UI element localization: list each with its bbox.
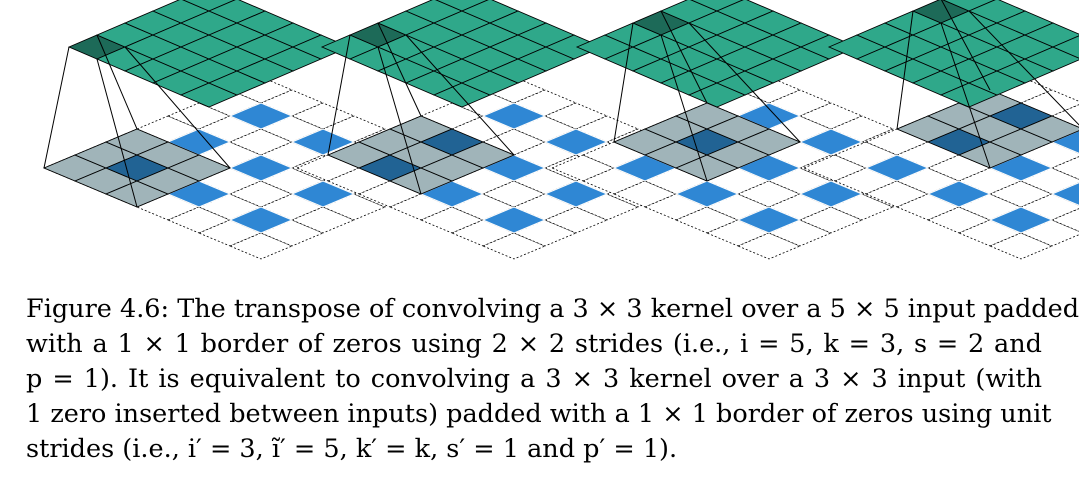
- caption-line-1: Figure 4.6: The transpose of convolving …: [26, 294, 1079, 324]
- projection-line: [613, 22, 634, 143]
- input-cell: [736, 206, 802, 234]
- output-cell: [435, 0, 489, 12]
- panel-4: [802, 0, 1079, 260]
- projection-line: [688, 22, 801, 143]
- projection-line: [896, 10, 914, 130]
- input-cell: [228, 154, 294, 182]
- output-cell: [1023, 22, 1079, 48]
- input-cell: [1050, 182, 1079, 206]
- input-cell: [481, 206, 547, 234]
- output-cell: [690, 0, 744, 12]
- caption-line-3: p = 1). It is equivalent to convolving a…: [26, 364, 1042, 394]
- projection-line: [124, 46, 231, 169]
- projection-line: [327, 34, 351, 156]
- input-cell: [864, 154, 930, 182]
- input-cell: [290, 180, 356, 208]
- figure-caption: Figure 4.6: The transpose of convolving …: [26, 292, 1079, 467]
- projection-line: [660, 34, 708, 182]
- input-cell: [228, 102, 294, 130]
- output-cell: [942, 0, 996, 12]
- input-cell: [988, 206, 1054, 234]
- projection-line: [940, 0, 991, 91]
- input-cell: [543, 128, 609, 156]
- input-cell: [481, 102, 547, 130]
- projection-line: [96, 58, 138, 208]
- input-cell: [543, 180, 609, 208]
- projection-line: [377, 22, 422, 117]
- input-cell: [798, 180, 864, 208]
- output-cell: [1023, 46, 1079, 72]
- caption-line-4: 1 zero inserted between inputs) padded w…: [26, 399, 1052, 429]
- projection-line: [96, 34, 138, 130]
- projection-line: [43, 46, 70, 169]
- input-cell: [926, 180, 992, 208]
- projection-line: [660, 10, 708, 104]
- caption-line-5: strides (i.e., i′ = 3, ĩ′ = 5, k′ = k, s…: [26, 434, 678, 464]
- kernel-cell: [1019, 115, 1079, 143]
- figure-illustration: [42, 0, 1079, 260]
- caption-line-2: with a 1 × 1 border of zeros using 2 × 2…: [26, 329, 1042, 359]
- projection-line: [940, 22, 991, 169]
- output-cell: [1051, 35, 1079, 59]
- projection-line: [968, 10, 1079, 126]
- input-cell: [674, 180, 740, 208]
- projection-line: [405, 34, 515, 156]
- output-cell: [182, 0, 236, 12]
- input-cell: [290, 128, 356, 156]
- input-cell: [798, 128, 864, 156]
- input-cell: [228, 206, 294, 234]
- projection-line: [377, 46, 422, 195]
